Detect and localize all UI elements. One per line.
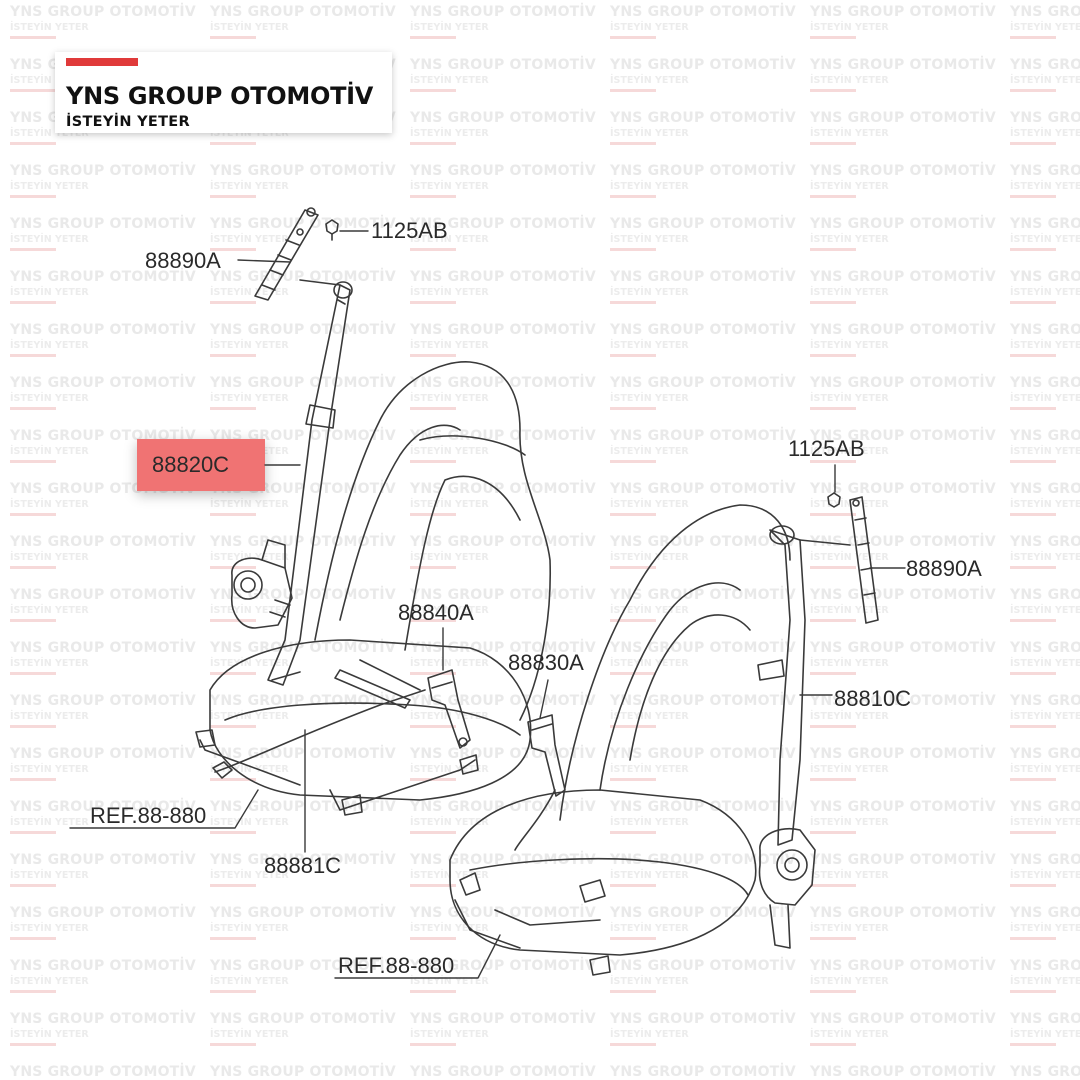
- left-bolt: [325, 219, 339, 241]
- label-88890a-left: 88890A: [145, 248, 221, 273]
- label-1125ab-right: 1125AB: [788, 436, 865, 461]
- left-buckle: [427, 669, 471, 749]
- right-buckle: [514, 714, 606, 903]
- label-88890a-right: 88890A: [906, 556, 982, 581]
- right-retractor: [758, 828, 816, 949]
- label-1125ab-left: 1125AB: [371, 218, 448, 243]
- logo-accent-bar: [66, 58, 138, 66]
- left-anchor-bracket: [254, 207, 319, 301]
- leader-lines: [69, 230, 906, 979]
- left-pillar-belt: [267, 279, 353, 686]
- left-seat: [195, 361, 552, 816]
- right-seat: [449, 504, 791, 976]
- label-88830a: 88830A: [508, 650, 584, 675]
- logo-slogan: İSTEYİN YETER: [66, 114, 190, 130]
- logo-card: YNS GROUP OTOMOTİV İSTEYİN YETER: [55, 52, 392, 133]
- label-88810c: 88810C: [834, 686, 912, 711]
- label-ref-right: REF.88-880: [338, 953, 455, 978]
- logo-brand: YNS GROUP OTOMOTİV: [66, 82, 374, 110]
- right-pillar-belt: [757, 525, 851, 846]
- label-88820c: 88820C: [152, 452, 230, 477]
- label-ref-left: REF.88-880: [90, 803, 207, 828]
- left-cable: [212, 689, 426, 779]
- label-88840a: 88840A: [398, 600, 474, 625]
- right-bolt: [827, 492, 841, 508]
- highlight-box: [137, 439, 265, 491]
- left-retractor: [230, 539, 293, 629]
- right-anchor-bracket: [849, 496, 879, 624]
- label-88881c: 88881C: [264, 853, 342, 878]
